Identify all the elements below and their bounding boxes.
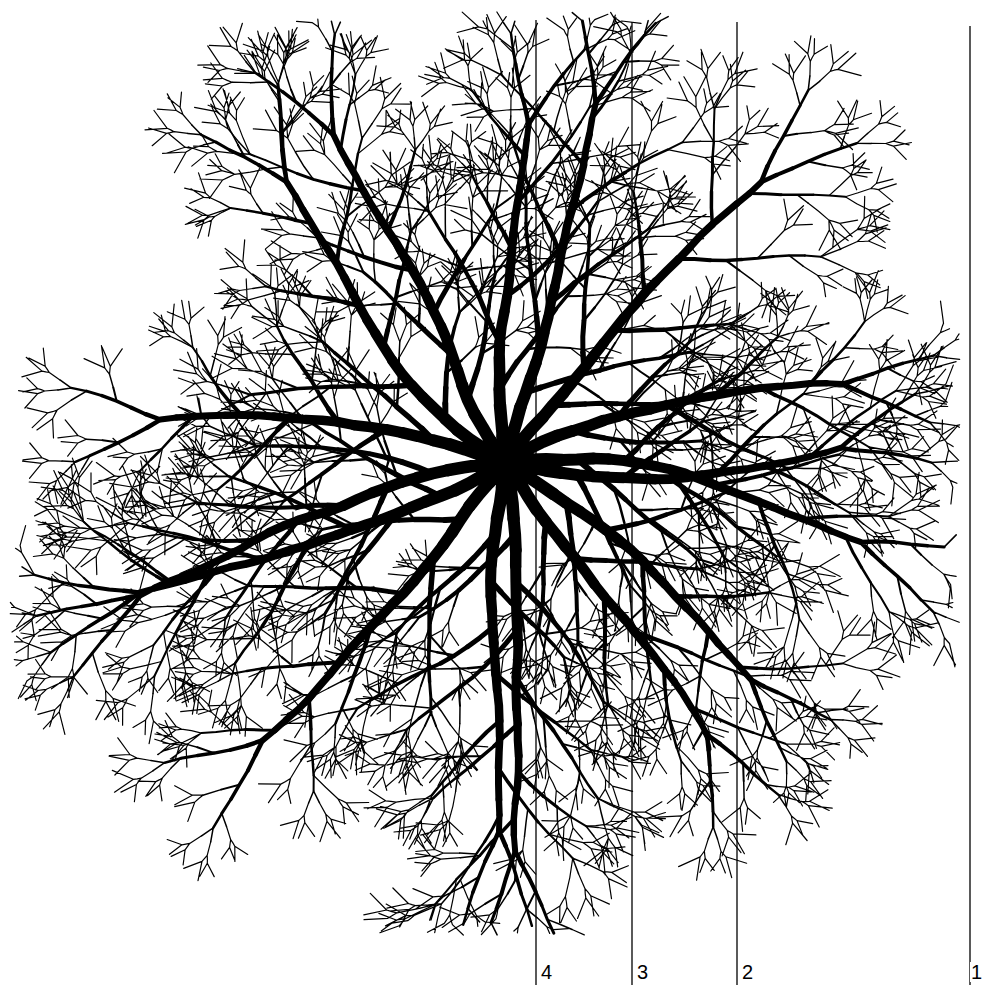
branch-path	[199, 165, 802, 787]
branch-path	[20, 13, 957, 935]
branch-path	[255, 211, 758, 725]
branch-path	[402, 358, 609, 566]
branch-path	[228, 196, 773, 756]
branch-path	[298, 256, 714, 677]
branching-tree	[10, 12, 959, 935]
section-line	[736, 22, 737, 985]
branch-path	[184, 135, 831, 804]
branch-path	[269, 241, 729, 709]
branch-path	[79, 38, 928, 909]
branch-path	[372, 333, 639, 598]
center-node	[481, 438, 529, 486]
branch-path	[154, 119, 845, 835]
branch-path	[49, 21, 944, 933]
section-line	[969, 26, 970, 985]
section-lines	[536, 20, 970, 985]
callout-number: 1	[970, 962, 983, 982]
section-line	[631, 22, 632, 985]
branch-path	[10, 12, 959, 935]
section-line	[535, 20, 536, 985]
callout-number: 4	[540, 962, 553, 982]
callout-number: 3	[636, 962, 649, 982]
callout-number: 2	[741, 962, 754, 982]
branch-path	[84, 40, 922, 910]
